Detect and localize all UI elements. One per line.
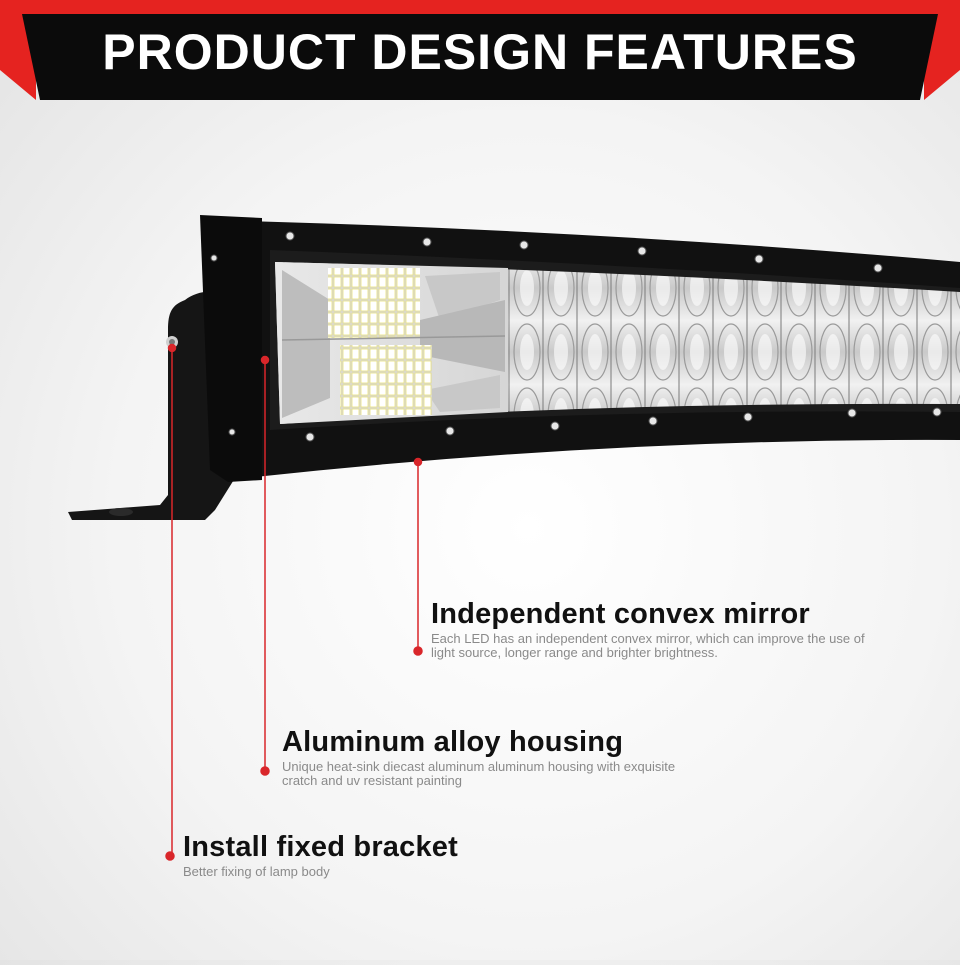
feature-description-line: Unique heat-sink diecast aluminum alumin…: [282, 759, 676, 774]
housing-screws: [210, 231, 942, 442]
feature-description-line: light source, longer range and brighter …: [431, 645, 718, 660]
banner-background: [0, 0, 960, 100]
callout-pointers: [165, 343, 423, 861]
feature-description-line: Better fixing of lamp body: [183, 864, 330, 879]
feature-title: Independent convex mirror: [431, 598, 810, 630]
feature-aluminum-housing: Aluminum alloy housing Unique heat-sink …: [282, 726, 752, 788]
lens-panel: [275, 262, 960, 424]
feature-title: Aluminum alloy housing: [282, 726, 624, 758]
feature-title: Install fixed bracket: [183, 831, 458, 863]
header-banner: PRODUCT DESIGN FEATURES: [0, 0, 960, 110]
feature-description-line: cratch and uv resistant painting: [282, 773, 462, 788]
feature-convex-mirror: Independent convex mirror Each LED has a…: [431, 598, 941, 660]
feature-description-line: Each LED has an independent convex mirro…: [431, 631, 865, 646]
feature-fixed-bracket: Install fixed bracket Better fixing of l…: [183, 831, 603, 879]
page-title: PRODUCT DESIGN FEATURES: [102, 24, 858, 80]
